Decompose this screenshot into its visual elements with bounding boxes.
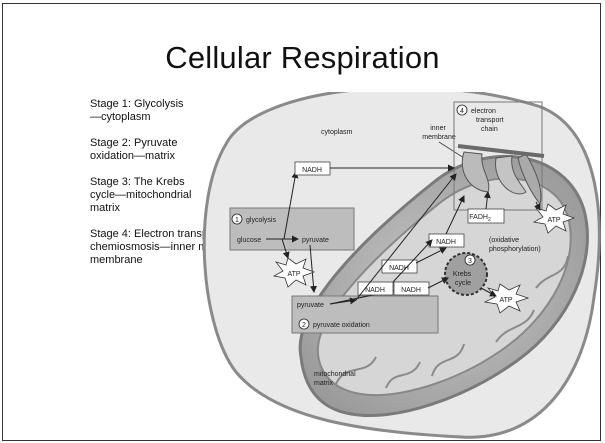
nadh-label-top: NADH xyxy=(302,167,322,174)
atp-label-krebs: ATP xyxy=(499,297,512,304)
cytoplasm-label: cytoplasm xyxy=(321,129,353,136)
atp-label-glycolysis: ATP xyxy=(287,271,300,278)
stage-2-text: Stage 2: Pyruvate oxidation—matrix xyxy=(90,137,190,163)
stage-3-text: Stage 3: The Krebs cycle—mitochondrial m… xyxy=(90,176,200,215)
nadh-label-4: NADH xyxy=(436,239,456,246)
slide-title: Cellular Respiration xyxy=(0,40,605,76)
glycolysis-number: 1 xyxy=(235,217,239,224)
pyruvate-box-label: pyruvate xyxy=(297,302,324,309)
pyruvate-oxidation-label: pyruvate oxidation xyxy=(313,322,370,329)
atp-label-etc: ATP xyxy=(547,217,560,224)
nadh-label-1: NADH xyxy=(365,287,385,294)
etc-number: 4 xyxy=(460,108,464,115)
glycolysis-label: glycolysis xyxy=(246,217,276,224)
pyruvate-label: pyruvate xyxy=(302,237,329,244)
pyruvate-oxidation-number: 2 xyxy=(302,322,306,329)
nadh-label-2: NADH xyxy=(401,287,421,294)
glucose-label: glucose xyxy=(237,237,261,244)
stage-1-text: Stage 1: Glycolysis—cytoplasm xyxy=(90,98,190,124)
krebs-number: 3 xyxy=(468,258,472,265)
cellular-respiration-diagram: cytoplasm mitochondrial matrix inner mem… xyxy=(196,92,603,443)
